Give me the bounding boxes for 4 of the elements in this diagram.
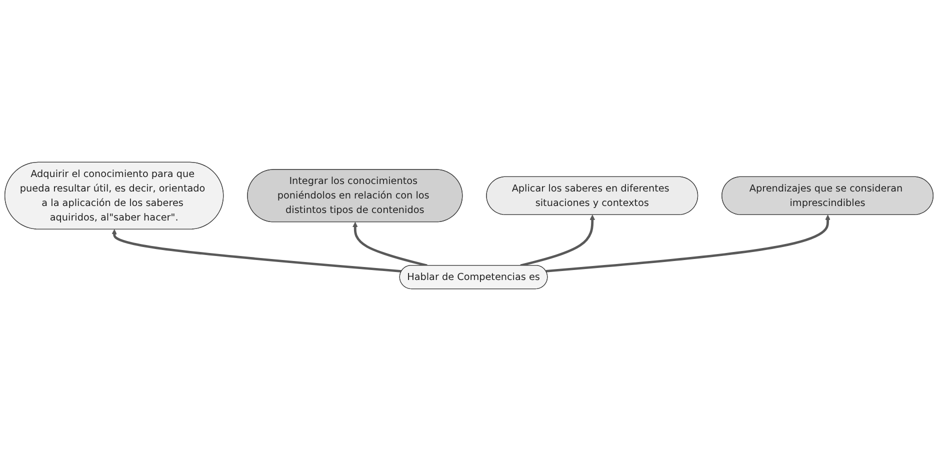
arrow xyxy=(546,214,830,272)
arrow xyxy=(112,229,402,273)
arrow xyxy=(520,214,596,267)
arrow xyxy=(352,222,428,267)
